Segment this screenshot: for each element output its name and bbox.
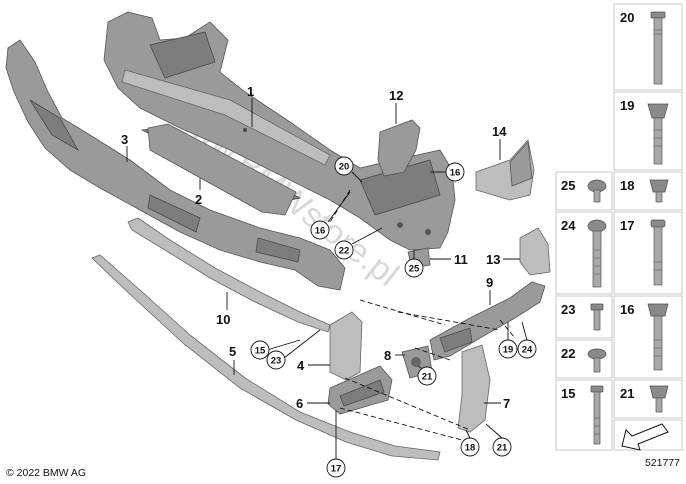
part-5-guide-strip[interactable] [91, 254, 441, 461]
svg-text:22: 22 [561, 346, 575, 361]
fastener-cell-17[interactable]: 17 [613, 211, 683, 295]
part-6-module[interactable] [327, 365, 393, 415]
svg-text:18: 18 [465, 443, 476, 454]
circled-ref-15: 15 [250, 339, 301, 360]
view-arrow-icon [621, 423, 669, 451]
svg-text:17: 17 [620, 218, 634, 233]
svg-text:1: 1 [247, 84, 254, 99]
callout-1: 1 [247, 84, 254, 127]
part-9-holder[interactable] [429, 281, 546, 361]
circled-ref-16-upper: 16 [430, 162, 465, 182]
fastener-cell-15[interactable]: 21 [613, 379, 683, 419]
svg-text:15: 15 [255, 346, 266, 357]
fastener-cell-20[interactable]: 20 [613, 3, 683, 91]
callout-9: 9 [486, 275, 493, 305]
callout-8: 8 [384, 348, 405, 363]
svg-text:25: 25 [561, 178, 575, 193]
svg-text:9: 9 [486, 275, 493, 290]
part-1-bumper-carrier[interactable] [103, 11, 456, 251]
svg-text:13: 13 [486, 252, 500, 267]
callout-14: 14 [492, 124, 507, 160]
fastener-cell-25[interactable]: 25 [555, 171, 613, 211]
svg-text:8: 8 [384, 348, 391, 363]
callout-4: 4 [297, 358, 330, 373]
circled-ref-17: 17 [326, 410, 346, 478]
svg-text:18: 18 [620, 178, 634, 193]
svg-text:21: 21 [497, 443, 508, 454]
circled-ref-20: 20 [334, 156, 363, 183]
svg-text:19: 19 [503, 345, 514, 356]
circled-ref-21-lower: 21 [485, 423, 512, 457]
part-14-mounting-bracket[interactable] [475, 139, 535, 201]
svg-text:2: 2 [195, 192, 202, 207]
callout-3: 3 [121, 132, 128, 162]
svg-text:16: 16 [315, 226, 326, 237]
part-12-bracket[interactable] [377, 119, 421, 177]
fastener-cell-23[interactable]: 23 [555, 295, 613, 339]
fastener-cell-19[interactable]: 19 [613, 91, 683, 171]
circled-ref-16-lower: 16 [310, 191, 351, 240]
svg-text:24: 24 [522, 345, 533, 356]
svg-text:21: 21 [422, 372, 433, 383]
svg-text:11: 11 [454, 252, 468, 267]
svg-text:5: 5 [229, 344, 236, 359]
svg-text:4: 4 [297, 358, 305, 373]
svg-text:3: 3 [121, 132, 128, 147]
fastener-cell-16[interactable]: 16 [613, 295, 683, 379]
svg-text:12: 12 [389, 88, 403, 103]
circled-ref-24: 24 [517, 321, 537, 359]
fastener-cell-18[interactable]: 18 [613, 171, 683, 211]
part-7-bracket[interactable] [457, 344, 491, 433]
part-4-bracket[interactable] [329, 311, 363, 381]
callout-7: 7 [484, 396, 510, 411]
circled-ref-18: 18 [460, 429, 480, 457]
svg-text:23: 23 [271, 356, 282, 367]
circled-ref-25: 25 [404, 250, 424, 278]
svg-text:6: 6 [296, 396, 303, 411]
svg-text:20: 20 [339, 162, 350, 173]
svg-text:10: 10 [216, 312, 230, 327]
image-number: 521777 [645, 457, 680, 469]
svg-text:17: 17 [331, 464, 342, 475]
part-2-spacer-plate[interactable] [140, 123, 302, 216]
svg-text:14: 14 [492, 124, 507, 139]
part-13-bracket[interactable] [519, 227, 551, 276]
callout-10: 10 [216, 292, 230, 327]
callout-12: 12 [389, 88, 403, 124]
svg-text:24: 24 [561, 218, 576, 233]
callout-6: 6 [296, 396, 330, 411]
svg-text:25: 25 [409, 264, 420, 275]
svg-text:7: 7 [503, 396, 510, 411]
part-3-energy-absorber[interactable] [5, 39, 346, 291]
fastener-cell-24[interactable]: 24 [555, 211, 613, 295]
svg-text:19: 19 [620, 98, 634, 113]
view-arrow-cell [613, 419, 683, 451]
callout-2: 2 [195, 178, 202, 207]
svg-text:16: 16 [450, 168, 461, 179]
svg-text:23: 23 [561, 302, 575, 317]
copyright-text: © 2022 BMW AG [6, 467, 86, 479]
svg-text:15: 15 [561, 386, 575, 401]
svg-text:20: 20 [620, 10, 634, 25]
fastener-panel: 20 19 25 18 [555, 3, 683, 451]
svg-text:21: 21 [620, 386, 634, 401]
callout-5: 5 [229, 344, 236, 375]
circled-ref-19: 19 [498, 322, 518, 359]
circled-ref-21-middle: 21 [417, 365, 437, 386]
circled-ref-23: 23 [266, 329, 321, 370]
svg-text:22: 22 [339, 246, 350, 257]
fastener-cell-22[interactable]: 22 [555, 339, 613, 379]
fastener-cell-21[interactable]: 15 [555, 379, 613, 451]
callout-13: 13 [486, 252, 520, 267]
part-10-lower-trim[interactable] [127, 217, 331, 333]
callout-11: 11 [430, 252, 468, 267]
svg-text:16: 16 [620, 302, 634, 317]
circled-ref-22: 22 [334, 227, 383, 260]
